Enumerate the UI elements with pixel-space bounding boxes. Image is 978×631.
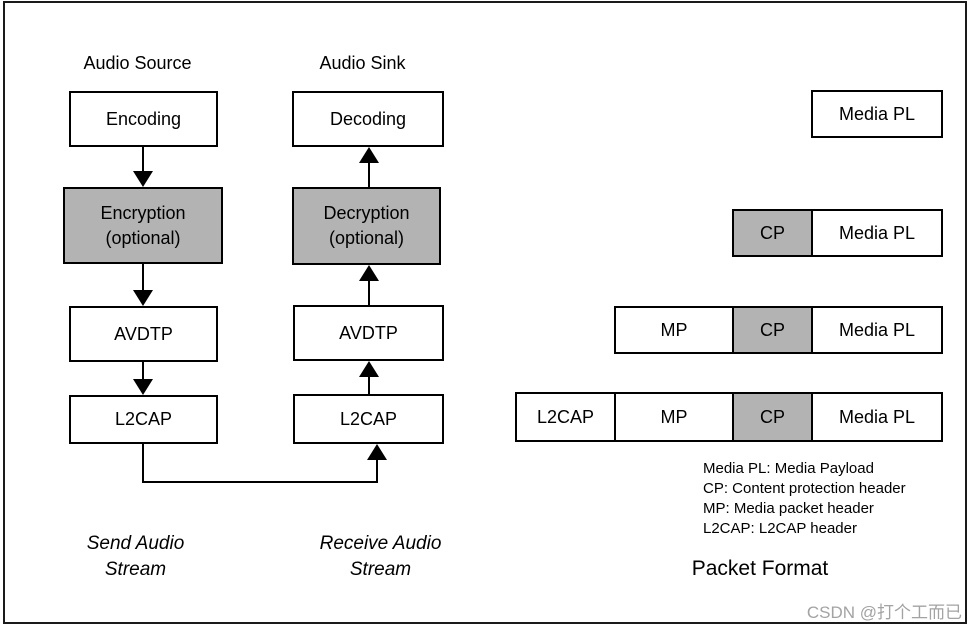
cp-label: CP [759, 222, 785, 243]
media-pl-cell: Media PL [811, 90, 943, 138]
packet-row-3: MP CP Media PL [614, 306, 943, 354]
decoding-label: Decoding [329, 108, 407, 129]
send-audio-stream-caption: Send Audio Stream [38, 531, 233, 583]
connector-horizontal-line [142, 481, 378, 483]
legend-line: CP: Content protection header [703, 480, 906, 497]
l2cap-sink-label: L2CAP [339, 408, 398, 429]
media-pl-cell: Media PL [811, 306, 943, 354]
media-pl-label: Media PL [838, 406, 916, 427]
media-pl-label: Media PL [838, 103, 916, 124]
avdtp-source-label: AVDTP [114, 323, 173, 344]
encoding-label: Encoding [105, 108, 182, 129]
encryption-box: Encryption (optional) [63, 187, 223, 264]
cp-label: CP [759, 406, 785, 427]
encoding-box: Encoding [69, 91, 218, 147]
l2cap-source-label: L2CAP [114, 409, 173, 429]
l2cap-sink-box: L2CAP [293, 394, 444, 444]
arrow-line [142, 362, 144, 380]
caption-line: Send Audio [86, 533, 185, 554]
l2cap-label: L2CAP [536, 406, 595, 427]
mp-cell: MP [614, 392, 734, 442]
avdtp-sink-label: AVDTP [339, 322, 398, 343]
mp-label: MP [660, 319, 688, 340]
arrow-line [142, 264, 144, 291]
diagram-frame [3, 1, 967, 624]
arrowhead-up-icon [359, 361, 379, 377]
cp-label: CP [759, 319, 785, 340]
arrow-line [142, 147, 144, 172]
l2cap-cell: L2CAP [515, 392, 616, 442]
decryption-label-line2: (optional) [328, 228, 405, 248]
packet-row-1: Media PL [811, 90, 943, 138]
packet-row-4: L2CAP MP CP Media PL [515, 392, 943, 442]
decryption-box: Decryption (optional) [292, 187, 441, 265]
l2cap-source-box: L2CAP [69, 395, 218, 444]
decryption-label-line1: Decryption [323, 203, 410, 223]
caption-line: Stream [349, 559, 412, 580]
arrow-line [368, 161, 370, 187]
arrow-line [368, 375, 370, 394]
arrow-line [368, 279, 370, 305]
audio-source-title: Audio Source [83, 53, 192, 73]
arrowhead-up-icon [367, 444, 387, 460]
mp-cell: MP [614, 306, 734, 354]
packet-row-2: CP Media PL [732, 209, 943, 257]
media-pl-cell: Media PL [811, 392, 943, 442]
arrowhead-down-icon [133, 379, 153, 395]
arrowhead-down-icon [133, 171, 153, 187]
encryption-label-line2: (optional) [105, 227, 181, 248]
caption-line: Stream [104, 559, 167, 580]
audio-sink-title: Audio Sink [319, 53, 406, 73]
avdtp-source-box: AVDTP [69, 306, 218, 362]
avdtp-sink-box: AVDTP [293, 305, 444, 361]
media-pl-cell: Media PL [811, 209, 943, 257]
media-pl-label: Media PL [838, 319, 916, 340]
decoding-box: Decoding [292, 91, 444, 147]
arrowhead-up-icon [359, 265, 379, 281]
encryption-label-line1: Encryption [100, 202, 186, 223]
mp-label: MP [660, 406, 688, 427]
packet-format-title: Packet Format [691, 557, 829, 580]
caption-line: Receive Audio [319, 533, 442, 554]
cp-cell: CP [732, 209, 813, 257]
connector-down-line [142, 443, 144, 483]
legend-line: L2CAP: L2CAP header [703, 520, 857, 537]
legend-line: MP: Media packet header [703, 500, 874, 517]
media-pl-label: Media PL [838, 222, 916, 243]
receive-audio-stream-caption: Receive Audio Stream [283, 531, 478, 583]
connector-up-line [376, 459, 378, 483]
arrowhead-down-icon [133, 290, 153, 306]
cp-cell: CP [732, 306, 813, 354]
arrowhead-up-icon [359, 147, 379, 163]
legend-line: Media PL: Media Payload [703, 460, 874, 477]
csdn-watermark: CSDN @打个工而已 [806, 603, 962, 622]
cp-cell: CP [732, 392, 813, 442]
packet-format-legend: Media PL: Media Payload CP: Content prot… [703, 459, 906, 539]
